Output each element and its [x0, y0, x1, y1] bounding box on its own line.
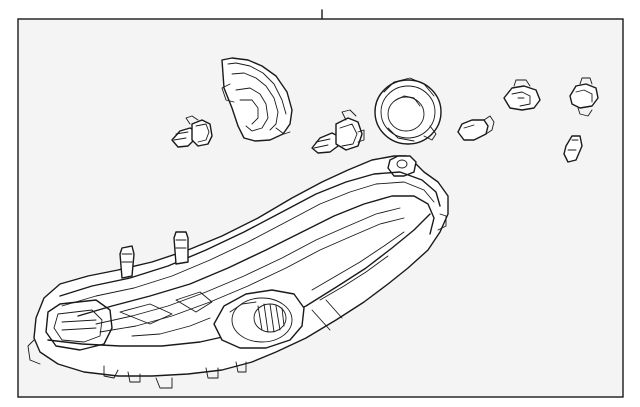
socket-small [503, 79, 541, 111]
dust-cover-left [221, 57, 293, 142]
dust-cover-right [374, 77, 442, 145]
headlamp-assembly [27, 155, 449, 389]
wedge-bulb [563, 135, 583, 163]
halogen-bulb-center [311, 109, 365, 154]
halogen-bulb-left [171, 115, 213, 148]
turn-signal-bulb [457, 115, 495, 141]
socket-right [569, 77, 599, 117]
